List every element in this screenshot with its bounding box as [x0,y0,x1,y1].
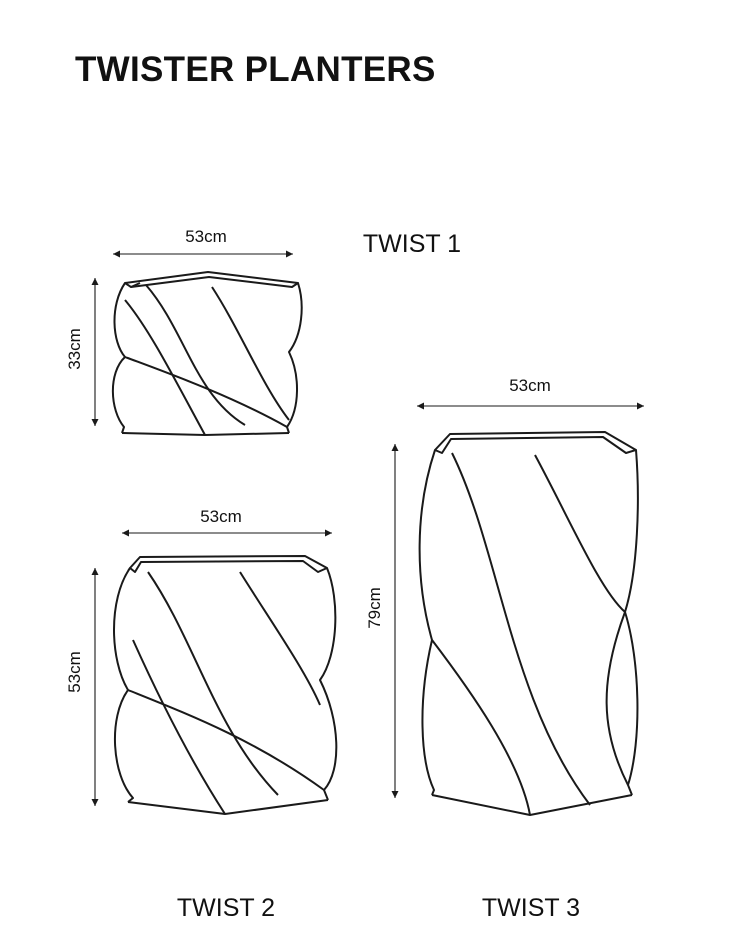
twist-1-drawing [111,271,303,436]
twist-3-height-dimension: 79cm [365,444,399,798]
twist-2-name: TWIST 2 [177,894,275,922]
twist-3-width-label: 53cm [509,376,551,395]
twist-2-drawing [113,555,338,815]
twist-3-height-label: 79cm [365,587,384,629]
twist-1-name: TWIST 1 [363,230,461,258]
twist-2-height-dimension: 53cm [65,568,99,806]
twist-1-width-label: 53cm [185,227,227,246]
planter-twist-3: 53cm 79cm TWIST 3 [365,376,644,922]
page-title: TWISTER PLANTERS [75,50,436,89]
twist-3-width-dimension: 53cm [417,376,644,410]
twist-2-width-label: 53cm [200,507,242,526]
twist-1-height-dimension: 33cm [65,278,99,426]
twist-2-height-label: 53cm [65,651,84,693]
twist-3-name: TWIST 3 [482,894,580,922]
twist-3-drawing [418,431,639,816]
twist-1-width-dimension: 53cm [113,227,293,258]
twist-1-height-label: 33cm [65,328,84,370]
planter-twist-1: 53cm 33cm TWIST 1 [65,227,461,436]
twist-2-width-dimension: 53cm [122,507,332,537]
planter-twist-2: 53cm 53cm TWIST 2 [65,507,338,922]
